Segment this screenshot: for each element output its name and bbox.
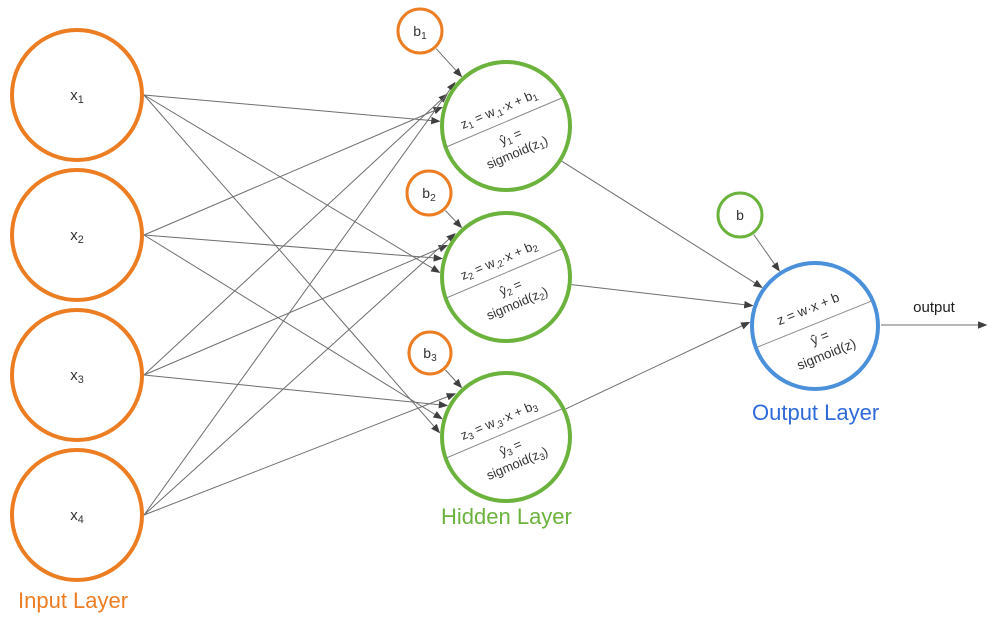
input-node-label: x2 — [70, 227, 84, 246]
edge-input2-hidden1 — [143, 106, 443, 236]
edge-input1-hidden3 — [143, 94, 441, 434]
bias-node-label: b3 — [423, 345, 437, 364]
edge-bias-output — [753, 234, 780, 272]
input-node-4: x4 — [10, 448, 144, 582]
hidden-node-divider — [446, 97, 563, 148]
edge-input4-hidden2 — [143, 232, 456, 516]
input-node-circle — [10, 168, 144, 302]
edge-hidden2-output — [571, 284, 754, 309]
input-node-circle — [10, 448, 144, 582]
edge-input3-hidden2 — [143, 244, 449, 376]
hidden-node-activation-line1: ŷ1 = — [497, 125, 525, 149]
input-node-label: x3 — [70, 367, 84, 386]
edge-input3-hidden3 — [143, 374, 449, 409]
edge-hidden1-output — [561, 160, 763, 288]
bias-node-label: b1 — [413, 23, 427, 42]
bias-node-circle — [405, 169, 453, 217]
input-layer-label: Input Layer — [18, 588, 129, 613]
edge-input4-hidden3 — [143, 393, 457, 516]
output-bias-node: b — [716, 191, 764, 239]
edge-input3-hidden1 — [143, 93, 448, 376]
hidden-node-circle — [440, 211, 572, 343]
edge-bias1-hidden1 — [435, 48, 463, 78]
hidden-node-circle — [440, 371, 572, 503]
bias-node-3: b3 — [407, 330, 453, 376]
output-node: z = w·x + bŷ =sigmoid(z) — [750, 261, 880, 391]
output-layer-label: Output Layer — [752, 400, 880, 425]
input-node-label: x1 — [70, 87, 84, 106]
edge-input2-hidden3 — [143, 234, 443, 420]
bias-node-circle — [407, 330, 453, 376]
bias-node-2: b2 — [405, 169, 453, 217]
hidden-node-circle — [440, 60, 572, 192]
bias-node-label: b2 — [422, 185, 436, 204]
edge-input4-hidden1 — [143, 81, 456, 516]
input-node-label: x4 — [70, 507, 84, 526]
output-bias-label: b — [736, 207, 744, 223]
output-arrow-label: output — [913, 299, 955, 316]
hidden-node-activation-line1: ŷ2 = — [497, 276, 525, 300]
edge-input2-hidden2 — [143, 234, 444, 262]
hidden-node-activation-line1: ŷ3 = — [497, 436, 525, 460]
input-node-1: x1 — [10, 28, 144, 162]
output-bias-circle — [716, 191, 764, 239]
output-node-activation-line1: ŷ = — [808, 327, 831, 348]
edge-bias2-hidden2 — [445, 210, 463, 229]
input-node-3: x3 — [10, 308, 144, 442]
input-node-circle — [10, 308, 144, 442]
edge-input1-hidden2 — [143, 94, 441, 274]
edge-hidden3-output — [565, 321, 751, 410]
output-node-divider — [756, 300, 872, 348]
hidden-node-divider — [446, 248, 563, 299]
input-node-circle — [10, 28, 144, 162]
hidden-layer-label: Hidden Layer — [441, 504, 572, 529]
bias-node-circle — [396, 7, 444, 55]
hidden-node-divider — [446, 408, 563, 459]
input-node-2: x2 — [10, 168, 144, 302]
bias-node-1: b1 — [396, 7, 444, 55]
output-node-circle — [750, 261, 880, 391]
edge-input1-hidden1 — [143, 94, 441, 125]
edge-bias3-hidden3 — [445, 369, 463, 389]
